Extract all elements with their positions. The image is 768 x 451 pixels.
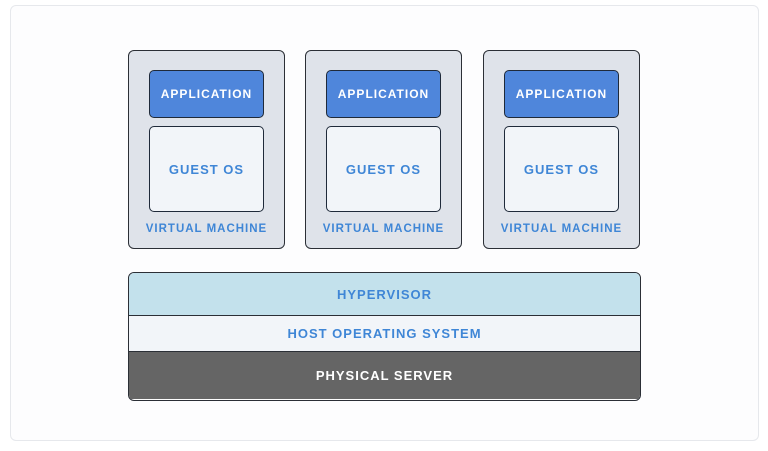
- application-box: APPLICATION: [326, 70, 441, 118]
- virtual-machine-label: VIRTUAL MACHINE: [322, 223, 445, 235]
- guest-os-box: GUEST OS: [504, 126, 619, 212]
- hypervisor-layer: HYPERVISOR: [129, 273, 640, 316]
- guest-os-box: GUEST OS: [149, 126, 264, 212]
- infrastructure-stack: HYPERVISOR HOST OPERATING SYSTEM PHYSICA…: [128, 272, 641, 401]
- application-box: APPLICATION: [149, 70, 264, 118]
- guest-os-box: GUEST OS: [326, 126, 441, 212]
- host-os-layer: HOST OPERATING SYSTEM: [129, 316, 640, 352]
- application-box: APPLICATION: [504, 70, 619, 118]
- virtual-machine-2: APPLICATION GUEST OS VIRTUAL MACHINE: [305, 50, 462, 249]
- virtual-machine-label: VIRTUAL MACHINE: [500, 223, 623, 235]
- virtual-machine-3: APPLICATION GUEST OS VIRTUAL MACHINE: [483, 50, 640, 249]
- physical-server-layer: PHYSICAL SERVER: [129, 352, 640, 399]
- virtual-machine-label: VIRTUAL MACHINE: [145, 223, 268, 235]
- virtual-machine-1: APPLICATION GUEST OS VIRTUAL MACHINE: [128, 50, 285, 249]
